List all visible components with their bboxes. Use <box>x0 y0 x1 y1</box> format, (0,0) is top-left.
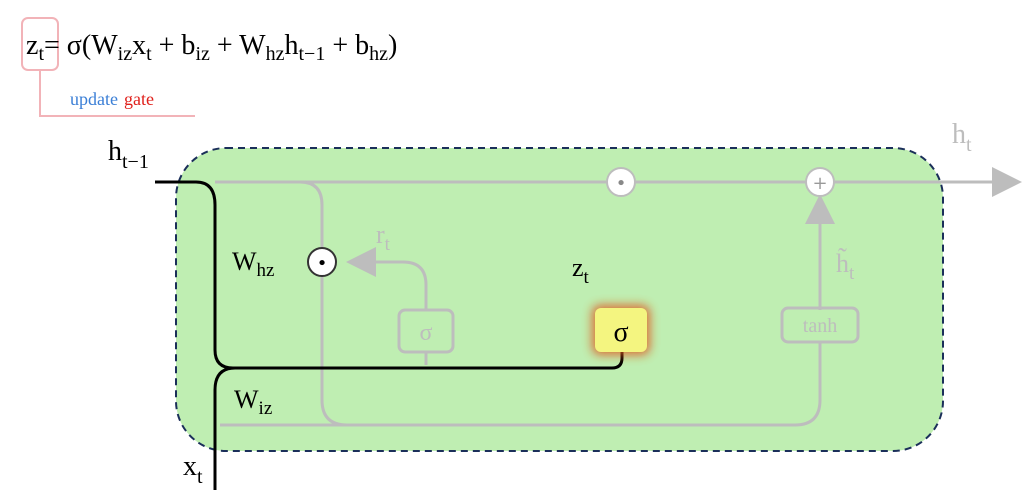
update-sigma-gate: σ <box>592 305 650 355</box>
svg-text:+: + <box>812 173 827 194</box>
svg-text:•: • <box>317 253 328 274</box>
active-paths <box>155 180 624 490</box>
gru-cell-body <box>175 147 944 452</box>
equation-callout-connector <box>39 70 195 117</box>
multiply-node-reset: • <box>307 247 337 277</box>
w-iz-label: Wiz <box>234 385 272 419</box>
svg-text:•: • <box>616 173 627 194</box>
x-in-label: xt <box>183 451 203 488</box>
h-out-label: ht <box>952 119 972 156</box>
svg-text:σ: σ <box>420 320 433 346</box>
h-prev-label: ht−1 <box>108 136 149 173</box>
z-label: zt <box>572 253 590 288</box>
reset-sigma-gate: σ <box>397 308 455 354</box>
h-tilde-label: h̃t <box>836 249 855 284</box>
equation: zt= σ(Wizxt + biz + Whzht−1 + bhz) <box>26 30 397 65</box>
add-node: + <box>805 167 835 197</box>
svg-text:σ: σ <box>613 317 628 348</box>
multiply-node-top: • <box>606 167 636 197</box>
svg-text:tanh: tanh <box>803 315 837 337</box>
w-hz-label: Whz <box>232 247 274 281</box>
r-label: rt <box>376 220 391 255</box>
tanh-gate: tanh <box>780 306 860 344</box>
